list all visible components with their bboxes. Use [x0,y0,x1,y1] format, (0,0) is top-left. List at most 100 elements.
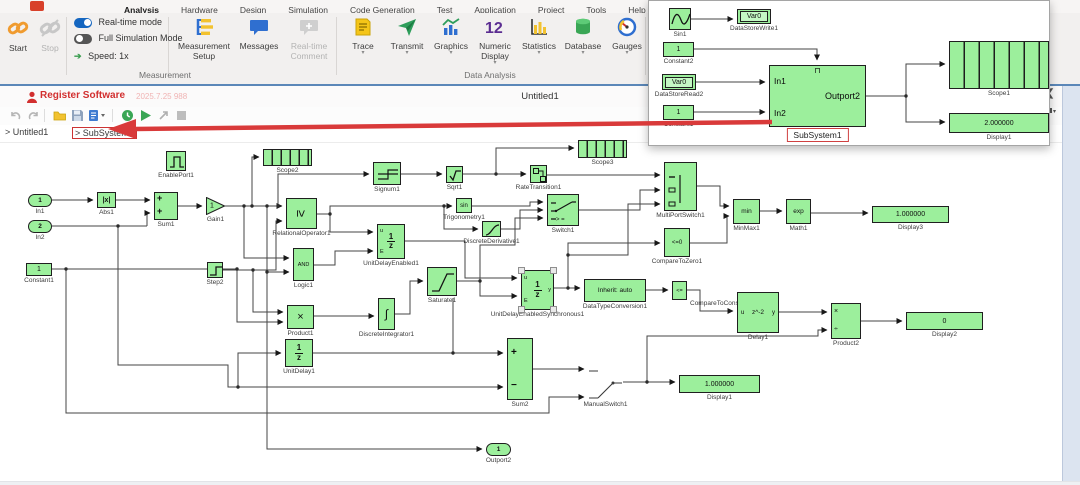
discretederivative1-block[interactable] [482,221,501,237]
multiportswitch1-block[interactable] [664,162,697,211]
speed-control[interactable]: ➔ Speed: 1x [74,51,129,62]
tab-project[interactable]: Project [537,5,565,15]
data-analysis-group-label: Data Analysis [464,70,516,80]
comparetozero1-block[interactable]: <=0 [664,228,690,257]
minmax1-label: MinMax1 [733,225,760,232]
outport2-block[interactable]: 1 [486,443,511,456]
run-icon[interactable] [138,109,153,123]
chevron-down-icon: ▾ [625,50,629,56]
clock-icon[interactable] [120,109,135,123]
tab-tools[interactable]: Tools [586,5,607,15]
manualswitch1-block[interactable] [588,362,623,400]
measurement-setup-button[interactable]: Measurement Setup [176,17,232,61]
ov-display1-label: Display1 [986,134,1012,141]
messages-button[interactable]: Messages [236,17,282,51]
ribbon-separator [336,17,337,75]
realtime-mode-toggle[interactable]: Real-time mode [74,17,162,28]
in1-block[interactable]: 1 [28,194,52,207]
scope2-block[interactable] [263,149,312,166]
right-scrollbar[interactable] [1062,86,1080,485]
tab-hardware[interactable]: Hardware [180,5,218,15]
display3-block[interactable]: 1.000000 [872,206,949,223]
comparetoconstant1-block[interactable]: <= [672,281,687,300]
signum1-block[interactable] [373,162,401,185]
full-simulation-toggle[interactable]: Full Simulation Mode [74,33,183,44]
breadcrumb-item-untitled1[interactable]: > Untitled1 [5,127,49,137]
product1-block[interactable]: × [287,305,314,329]
breadcrumb-item-subsystem1[interactable]: > SubSystem1 [72,127,137,139]
stop-label: Stop [41,43,59,53]
gain1-block[interactable]: 1 [206,197,225,215]
ov-constant2-block[interactable]: 1 [663,42,694,57]
gauges-button[interactable]: Gauges▾ [606,17,648,56]
ov-datastorewrite1-block[interactable]: Var0 [737,9,771,24]
display2-block[interactable]: 0 [906,312,983,330]
discreteintegrator1-block[interactable]: ∫ [378,298,395,330]
constant1-block[interactable]: 1 [26,263,52,276]
relationaloperator1-block[interactable]: ≥ [286,198,317,229]
stop-icon[interactable] [174,109,189,123]
selection-handle[interactable] [550,267,557,274]
save-icon[interactable] [70,109,85,123]
ov-scope1-block[interactable] [949,41,1049,89]
transmit-button[interactable]: Transmit▾ [386,17,428,56]
chevron-down-icon: ▾ [537,50,541,56]
enableport1-label: EnablePort1 [158,172,194,179]
sum2-block[interactable]: +− [507,338,533,400]
selection-handle[interactable] [518,267,525,274]
math1-block[interactable]: exp [786,199,811,224]
scope3-block[interactable] [578,140,627,158]
logic1-block[interactable]: AND [293,248,314,281]
trace-icon [342,17,384,39]
database-button[interactable]: Database▾ [562,17,604,56]
ov-datastoreread2-block[interactable]: Var0 [662,74,696,90]
chevron-left-icon[interactable]: ❮ [1046,88,1055,99]
saturate1-block[interactable] [427,267,457,296]
delay1-label: Delay1 [747,334,769,341]
ov-constant1-block[interactable]: 1 [663,105,694,120]
trace-button[interactable]: Trace▾ [342,17,384,56]
sqrt1-block[interactable] [446,166,463,183]
graphics-button[interactable]: Graphics▾ [430,17,472,56]
ribbon-separator [168,17,169,75]
realtime-comment-button[interactable]: Real-time Comment [284,17,334,61]
enableport1-block[interactable] [166,151,186,171]
statistics-button[interactable]: Statistics▾ [518,17,560,56]
export-doc-icon[interactable] [88,109,105,123]
ratetransition1-block[interactable] [530,165,547,183]
stop-button[interactable]: Stop [36,17,64,53]
open-folder-icon[interactable] [52,109,67,123]
tab-help[interactable]: Help [628,5,646,15]
abs1-block[interactable]: |x| [97,192,116,208]
ov-display1-block[interactable]: 2.000000 [949,113,1049,133]
tab-simulation[interactable]: Simulation [288,5,328,15]
tab-design[interactable]: Design [239,5,267,15]
redo-icon[interactable] [26,109,41,123]
start-button[interactable]: Start [4,17,32,53]
ov-sin1-block[interactable] [669,8,691,30]
selection-handle[interactable] [518,306,525,313]
share-icon[interactable] [156,109,171,123]
product2-block[interactable]: ×÷ [831,303,861,339]
minmax1-block[interactable]: min [733,199,760,224]
tab-code-generation[interactable]: Code Generation [349,5,415,15]
tab-application[interactable]: Application [474,5,516,15]
sum1-block[interactable]: ++ [154,192,178,220]
tab-test[interactable]: Test [436,5,453,15]
undo-icon[interactable] [8,109,23,123]
selection-handle[interactable] [550,306,557,313]
in2-block[interactable]: 2 [28,220,52,233]
display1-block[interactable]: 1.000000 [679,375,760,393]
datatypeconversion1-block[interactable]: Inherit: auto [584,279,646,302]
trigonometry1-block[interactable]: sin [456,198,472,213]
switch1-block[interactable]: > = [547,194,579,226]
display2-label: Display2 [932,331,957,338]
step2-block[interactable] [207,262,223,278]
